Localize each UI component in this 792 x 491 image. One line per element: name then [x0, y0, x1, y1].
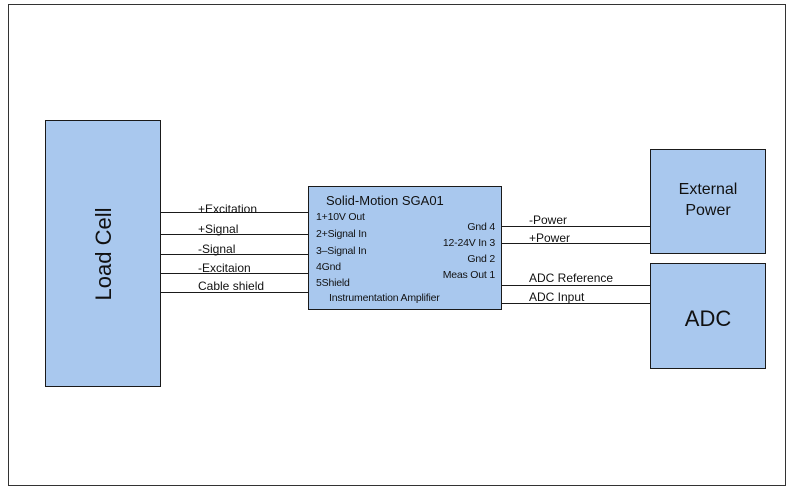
amplifier-title: Solid-Motion SGA01 — [326, 193, 444, 208]
wire-power-neg — [502, 226, 650, 227]
wire-label-adc-input: ADC Input — [529, 290, 585, 304]
adc-label: ADC — [684, 306, 732, 331]
wire-label-adc-reference: ADC Reference — [529, 271, 614, 285]
wire-excitation-pos — [161, 212, 308, 213]
wire-label-cable-shield: Cable shield — [198, 279, 265, 293]
load-cell-label: Load Cell — [91, 207, 116, 301]
pin-4-gnd: 4Gnd — [316, 261, 341, 273]
pin-power-in-3: 12-24V In 3 — [442, 237, 495, 249]
wire-signal-neg — [161, 254, 308, 255]
wire-label-power-pos: +Power — [529, 231, 571, 245]
external-power-box: External Power — [650, 149, 766, 254]
pin-3-signal-in: 3–Signal In — [316, 245, 367, 257]
wire-adc-input — [502, 303, 650, 304]
external-power-line1: External — [678, 181, 738, 198]
wire-label-excitation-neg: -Excitaion — [198, 261, 251, 275]
wire-cable-shield — [161, 292, 308, 293]
pin-1-out: 1+10V Out — [316, 211, 365, 223]
amplifier-footer: Instrumentation Amplifier — [329, 292, 440, 304]
wire-label-power-neg: -Power — [529, 213, 568, 227]
wire-signal-pos — [161, 234, 308, 235]
adc-box: ADC — [650, 263, 766, 369]
wire-excitation-neg — [161, 273, 308, 274]
wire-power-pos — [502, 243, 650, 244]
pin-5-shield: 5Shield — [316, 277, 350, 289]
load-cell-box: Load Cell — [45, 120, 161, 387]
wire-label-excitation-pos: +Excitation — [198, 202, 258, 216]
amplifier-box: Solid-Motion SGA01 1+10V Out 2+Signal In… — [308, 186, 502, 310]
pin-gnd-2: Gnd 2 — [467, 253, 495, 265]
wire-label-signal-pos: +Signal — [198, 222, 239, 236]
external-power-line2: Power — [685, 202, 731, 219]
wire-label-signal-neg: -Signal — [198, 242, 236, 256]
pin-2-signal-in: 2+Signal In — [316, 228, 367, 240]
wire-adc-reference — [502, 285, 650, 286]
pin-gnd-4: Gnd 4 — [467, 221, 495, 233]
pin-meas-out-1: Meas Out 1 — [442, 269, 495, 281]
